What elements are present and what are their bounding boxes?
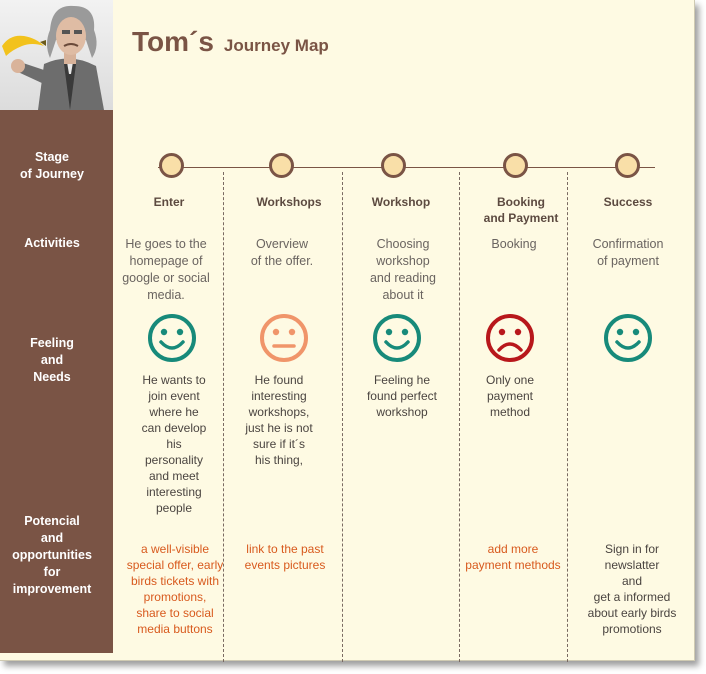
stage-node	[269, 153, 294, 178]
happy-face-icon	[148, 314, 196, 362]
stage-name-workshop: Workshop	[371, 195, 431, 209]
stage-node	[381, 153, 406, 178]
column-divider	[223, 172, 224, 662]
stage-node	[615, 153, 640, 178]
avatar-photo-icon	[0, 0, 113, 110]
activity-text: Overview of the offer.	[250, 237, 314, 268]
avatar	[0, 0, 113, 110]
feeling-text: He found interesting workshops, just he …	[245, 373, 313, 467]
stage-node	[503, 153, 528, 178]
column-divider	[342, 172, 343, 662]
page-title: Tom´s Journey Map	[132, 26, 329, 58]
sidebar	[0, 110, 113, 653]
title-subtitle: Journey Map	[223, 36, 329, 55]
stage-name-workshops: Workshops	[256, 195, 322, 209]
activity-text: Confirmation of payment	[592, 237, 664, 268]
journey-map-card: Stage of Journey Activities Feeling and …	[0, 0, 695, 662]
stage-name-booking: Booking and Payment	[483, 195, 559, 225]
happy-face-icon	[604, 314, 652, 362]
row-label-opportunities: Potencial and opportunities for improvem…	[12, 514, 92, 596]
timeline-line	[158, 167, 655, 168]
opportunity-text: a well-visible special offer, early bird…	[126, 542, 224, 636]
feeling-text: He wants to join event where he can deve…	[141, 373, 207, 515]
neutral-face-icon	[260, 314, 308, 362]
opportunity-text: add more payment methods	[465, 542, 561, 572]
happy-face-icon	[373, 314, 421, 362]
row-label-feeling: Feeling and Needs	[30, 336, 74, 384]
stage-node	[159, 153, 184, 178]
feeling-text: Feeling he found perfect workshop	[366, 373, 438, 419]
stage-name-success: Success	[603, 195, 653, 209]
row-label-stage: Stage of Journey	[20, 150, 84, 181]
column-divider	[567, 172, 568, 662]
opportunity-text: link to the past events pictures	[244, 542, 326, 572]
stage-name-enter: Enter	[153, 195, 185, 209]
row-label-activities: Activities	[24, 236, 80, 250]
sad-face-icon	[486, 314, 534, 362]
title-name: Tom´s	[132, 26, 214, 57]
activity-text: He goes to the homepage of google or soc…	[122, 237, 210, 302]
opportunity-text: Sign in for newslatter and get a informe…	[587, 542, 677, 636]
activity-text: Booking	[491, 237, 537, 251]
activity-text: Choosing workshop and reading about it	[369, 237, 437, 302]
feeling-text: Only one payment method	[485, 373, 535, 419]
column-divider	[459, 172, 460, 662]
